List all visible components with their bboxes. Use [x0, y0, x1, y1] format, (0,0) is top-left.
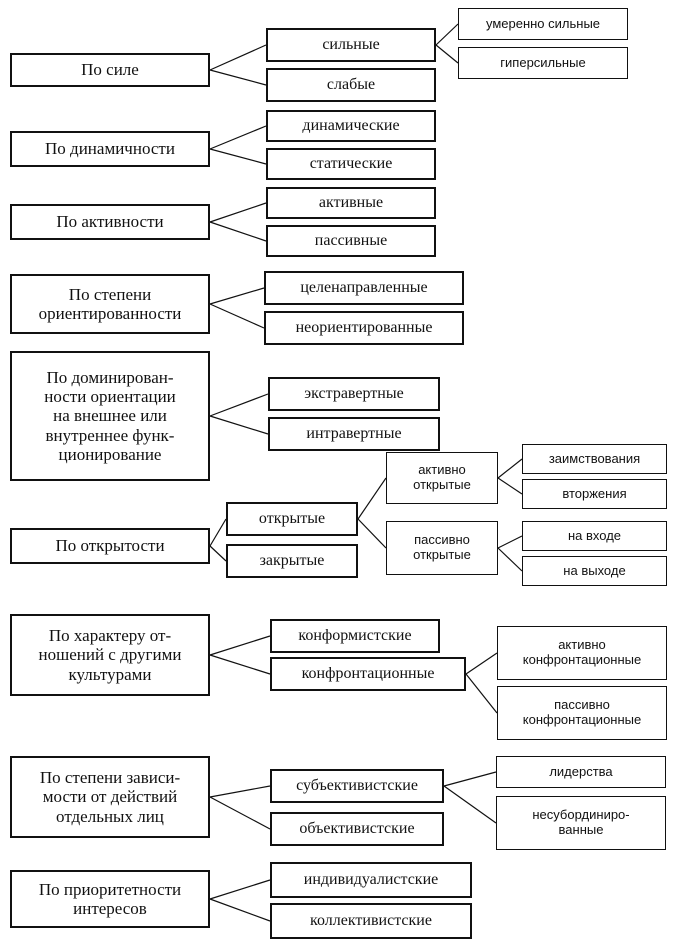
connector-line-субъективистские-to-несубординированные — [443, 785, 497, 824]
subtype-box-активно-открытые: активно открытые — [386, 452, 498, 504]
subtype-box-на-входе: на входе — [522, 521, 667, 551]
connector-line-по-активности-to-активные — [209, 202, 267, 223]
subtype-box-пассивно-открытые: пассивно открытые — [386, 521, 498, 575]
subtype-box-активно-конфронтационные: активно конфронтационные — [497, 626, 667, 680]
subtype-box-на-выходе: на выходе — [522, 556, 667, 586]
subtype-box-гиперсильные: гиперсильные — [458, 47, 628, 79]
connector-line-сильные-to-гиперсильные — [435, 44, 459, 64]
connector-line-по-доминированности-ориентации-на-внешнее-или-внутреннее-функционирование-to-интравертные — [209, 415, 269, 435]
category-box-по-степени-ориентированности: По степени ориентированности — [10, 274, 210, 334]
subtype-box-несубординированные: несубординиро- ванные — [496, 796, 666, 850]
connector-line-по-динамичности-to-динамические — [209, 125, 267, 150]
subtype-box-активные: активные — [266, 187, 436, 219]
subtype-box-закрытые: закрытые — [226, 544, 358, 578]
category-box-по-доминированности-ориентации-на-внешнее-или-внутреннее-функционирование: По доминирован- ности ориентации на внеш… — [10, 351, 210, 481]
connector-line-по-характеру-отношений-с-другими-культурами-to-конфронтационные — [209, 654, 271, 675]
category-box-по-приоритетности-интересов: По приоритетности интересов — [10, 870, 210, 928]
connector-line-по-степени-зависимости-от-действий-отдельных-лиц-to-субъективистские — [209, 785, 271, 798]
category-box-по-степени-зависимости-от-действий-отдельных-лиц: По степени зависи- мости от действий отд… — [10, 756, 210, 838]
connector-line-пассивно-открытые-to-на-выходе — [497, 547, 523, 572]
connector-line-активно-открытые-to-заимствования — [497, 458, 523, 479]
subtype-box-пассивные: пассивные — [266, 225, 436, 257]
category-box-по-активности: По активности — [10, 204, 210, 240]
subtype-box-конфронтационные: конфронтационные — [270, 657, 466, 691]
subtype-box-умеренно-сильные: умеренно сильные — [458, 8, 628, 40]
connector-line-сильные-to-умеренно-сильные — [435, 23, 459, 46]
connector-line-пассивно-открытые-to-на-входе — [497, 535, 523, 549]
connector-line-субъективистские-to-лидерства — [443, 771, 497, 787]
subtype-box-вторжения: вторжения — [522, 479, 667, 509]
connector-line-по-степени-ориентированности-to-целенаправленные — [209, 287, 265, 305]
connector-line-конфронтационные-to-пассивно-конфронтационные — [465, 673, 498, 714]
connector-line-конфронтационные-to-активно-конфронтационные — [465, 652, 498, 675]
subtype-box-коллективистские: коллективистские — [270, 903, 472, 939]
connector-line-активно-открытые-to-вторжения — [497, 477, 523, 495]
connector-line-по-силе-to-слабые — [209, 69, 267, 86]
connector-line-открытые-to-пассивно-открытые — [357, 518, 387, 549]
subtype-box-конформистские: конформистские — [270, 619, 440, 653]
connector-line-по-силе-to-сильные — [209, 44, 267, 71]
subtype-box-динамические: динамические — [266, 110, 436, 142]
category-box-по-силе: По силе — [10, 53, 210, 87]
connector-line-по-степени-зависимости-от-действий-отдельных-лиц-to-объективистские — [209, 796, 271, 830]
connector-line-по-степени-ориентированности-to-неориентированные — [209, 303, 265, 329]
subtype-box-экстравертные: экстравертные — [268, 377, 440, 411]
connector-line-по-открытости-to-открытые — [209, 518, 227, 547]
subtype-box-статические: статические — [266, 148, 436, 180]
category-box-по-характеру-отношений-с-другими-культурами: По характеру от- ношений с другими культ… — [10, 614, 210, 696]
connector-line-открытые-to-активно-открытые — [357, 477, 387, 520]
category-box-по-открытости: По открытости — [10, 528, 210, 564]
subtype-box-индивидуалистские: индивидуалистские — [270, 862, 472, 898]
subtype-box-субъективистские: субъективистские — [270, 769, 444, 803]
connector-line-по-динамичности-to-статические — [209, 148, 267, 165]
category-box-по-динамичности: По динамичности — [10, 131, 210, 167]
subtype-box-целенаправленные: целенаправленные — [264, 271, 464, 305]
connector-line-по-приоритетности-интересов-to-коллективистские — [209, 898, 271, 922]
subtype-box-интравертные: интравертные — [268, 417, 440, 451]
subtype-box-лидерства: лидерства — [496, 756, 666, 788]
subtype-box-открытые: открытые — [226, 502, 358, 536]
subtype-box-сильные: сильные — [266, 28, 436, 62]
connector-line-по-активности-to-пассивные — [209, 221, 267, 242]
subtype-box-пассивно-конфронтационные: пассивно конфронтационные — [497, 686, 667, 740]
connector-line-по-открытости-to-закрытые — [209, 545, 227, 562]
connector-line-по-приоритетности-интересов-to-индивидуалистские — [209, 879, 271, 900]
subtype-box-заимствования: заимствования — [522, 444, 667, 474]
connector-line-по-доминированности-ориентации-на-внешнее-или-внутреннее-функционирование-to-экстравертные — [209, 393, 269, 417]
connector-line-по-характеру-отношений-с-другими-культурами-to-конформистские — [209, 635, 271, 656]
subtype-box-объективистские: объективистские — [270, 812, 444, 846]
subtype-box-неориентированные: неориентированные — [264, 311, 464, 345]
subtype-box-слабые: слабые — [266, 68, 436, 102]
